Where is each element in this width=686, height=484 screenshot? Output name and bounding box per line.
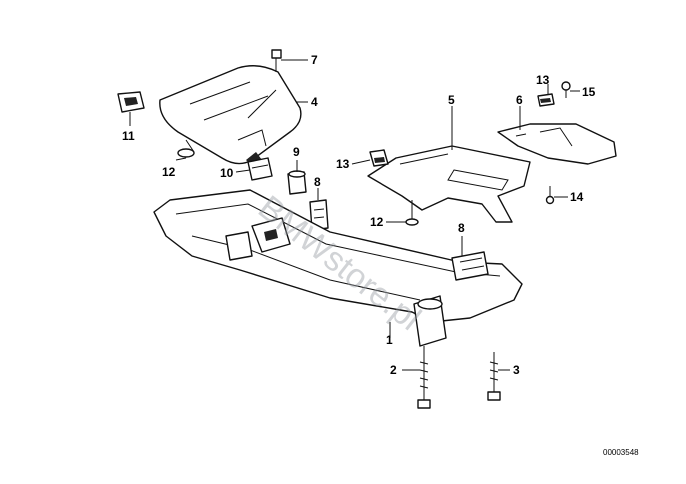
bolt-part-12-left [177, 139, 195, 158]
callout-14: 14 [570, 190, 584, 204]
callout-leaders [129, 59, 580, 371]
bolt-part-3 [487, 352, 501, 401]
callout-3: 3 [513, 363, 520, 377]
bolt-part-2 [417, 346, 431, 409]
clip-part-13-left [369, 149, 389, 167]
callout-11: 11 [122, 129, 135, 143]
clip-part-13-right [537, 93, 555, 107]
heat-shield-part-6 [497, 123, 617, 165]
callout-7: 7 [311, 53, 318, 67]
callout-6: 6 [516, 93, 523, 107]
screw-part-14 [545, 186, 555, 205]
callout-15: 15 [582, 85, 596, 99]
rubber-mount-part-9 [287, 170, 307, 195]
callout-5: 5 [448, 93, 455, 107]
callout-10: 10 [220, 166, 234, 180]
callout-2: 2 [390, 363, 397, 377]
catalog-number: 00003548 [603, 448, 639, 457]
callout-8-upper: 8 [314, 175, 321, 189]
screw-part-15 [561, 81, 571, 98]
callout-12-right: 12 [370, 215, 384, 229]
callout-13-left: 13 [336, 157, 350, 171]
callout-12-left: 12 [162, 165, 176, 179]
heat-shield-part-5 [367, 145, 531, 223]
callout-8-lower: 8 [458, 221, 465, 235]
clip-part-11 [117, 91, 145, 113]
clip-part-8-lower [451, 251, 489, 281]
bolt-part-7 [271, 49, 282, 72]
callout-4: 4 [311, 95, 318, 109]
callout-9: 9 [293, 145, 300, 159]
bracket-part-10 [247, 157, 273, 181]
callout-1: 1 [386, 333, 393, 347]
callout-13-right: 13 [536, 73, 550, 87]
subframe-part-1 [153, 189, 523, 347]
heat-shield-part-4 [159, 65, 302, 166]
clip-part-8-upper [309, 199, 329, 231]
